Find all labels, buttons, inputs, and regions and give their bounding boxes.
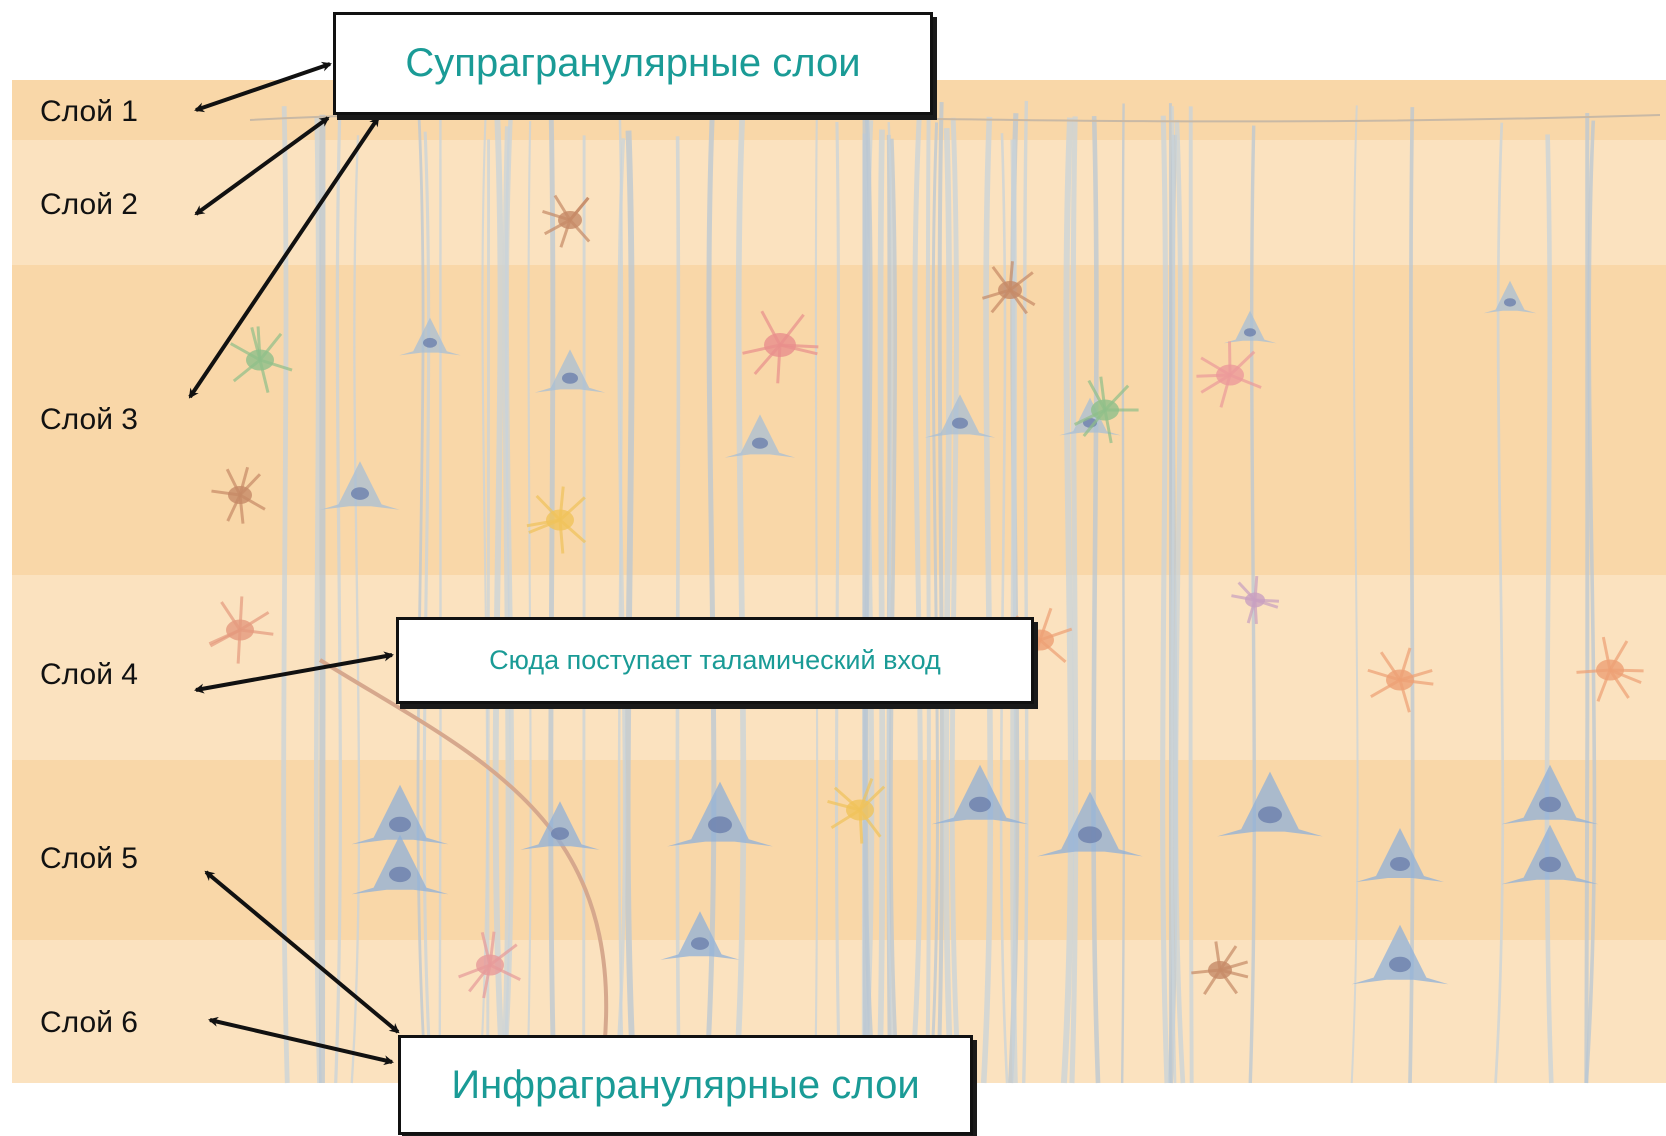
stellate-neuron: [1367, 647, 1434, 713]
stellate-neuron: [526, 486, 587, 554]
dendrite-fiber: [1408, 107, 1415, 1084]
stellate-neuron: [742, 310, 819, 384]
layer-5-label: Слой 5: [40, 842, 138, 875]
pyramidal-neuron: [534, 349, 606, 393]
stellate-neuron: [208, 596, 274, 664]
layer-6-label: Слой 6: [40, 1006, 138, 1039]
pyramidal-neuron: [1501, 764, 1599, 825]
dendrite-fiber: [438, 108, 442, 1084]
dendrite-fiber: [526, 121, 532, 1084]
stellate-neuron: [827, 778, 886, 844]
infragranular-callout: Инфрагранулярные слои: [398, 1035, 973, 1135]
dendrite-fiber: [733, 113, 747, 1084]
descending-axon: [318, 658, 609, 1084]
pyramidal-neuron: [724, 414, 796, 458]
dendrite-fiber: [478, 101, 489, 1084]
pyramidal-neuron: [660, 911, 740, 960]
pyramidal-neuron: [667, 781, 773, 847]
thalamic-input-text: Сюда поступает таламический вход: [489, 645, 941, 675]
stellate-neuron: [458, 931, 521, 999]
dendrite-fiber: [281, 106, 290, 1084]
dendrite-fiber: [486, 139, 491, 1084]
dendrite-fiber: [1544, 134, 1554, 1084]
dendrite-fiber: [886, 122, 896, 1084]
dendrite-fiber: [675, 136, 681, 1084]
dendrite-fiber: [500, 126, 511, 1084]
dendrite-fiber: [863, 102, 876, 1084]
stellate-neuron: [981, 261, 1036, 315]
layer-4-label: Слой 4: [40, 658, 138, 691]
layer-2-label: Слой 2: [40, 188, 138, 221]
dendrite-fiber: [422, 131, 433, 1084]
dendrite-fiber: [834, 121, 842, 1084]
dendrite-fiber: [1120, 103, 1126, 1084]
dendrite-fiber: [548, 115, 557, 1084]
dendrite-fiber: [492, 101, 507, 1084]
supragranular-text: Супрагранулярные слои: [405, 41, 861, 85]
dendrite-fiber: [318, 114, 326, 1084]
dendrite-fiber: [936, 102, 945, 1084]
thalamic-input-callout: Сюда поступает таламический вход: [396, 617, 1034, 704]
stellate-neuron: [1231, 575, 1280, 625]
dendrite-fiber: [1188, 106, 1194, 1084]
dendrite-fiber: [1010, 139, 1018, 1084]
dendrite-fiber: [1022, 100, 1029, 1084]
dendrite-fiber: [876, 129, 886, 1084]
dendrite-fiber: [999, 133, 1009, 1084]
dendrite-fiber: [889, 138, 900, 1084]
dendrite-fiber: [1584, 120, 1597, 1084]
dendrite-fiber: [582, 135, 586, 1084]
pyramidal-neuron: [1356, 828, 1444, 882]
pyramidal-neuron: [931, 764, 1029, 825]
dendrite-fiber: [814, 108, 819, 1084]
dendrite-fiber: [909, 116, 923, 1084]
dendrite-fiber: [943, 128, 954, 1084]
stellate-neuron: [211, 466, 266, 524]
stellate-neuron: [1576, 636, 1644, 702]
layer-3-label: Слой 3: [40, 403, 138, 436]
infragranular-text: Инфрагранулярные слои: [451, 1062, 920, 1107]
dendrite-fiber: [1060, 117, 1075, 1084]
dendrite-fiber: [980, 116, 994, 1084]
pyramidal-neuron: [1351, 924, 1449, 985]
dendrite-fiber: [416, 117, 428, 1084]
stellate-neuron: [1196, 341, 1262, 408]
pyramidal-neuron: [351, 784, 449, 845]
dendrite-fiber: [1160, 115, 1170, 1084]
dendrite-fiber: [1170, 106, 1177, 1084]
pyramidal-neuron: [1217, 771, 1323, 837]
dendrite-fiber: [1173, 119, 1186, 1084]
stellate-neuron: [542, 194, 591, 248]
stellate-neuron: [1191, 941, 1249, 995]
dendrite-fiber: [313, 116, 322, 1084]
pyramidal-neuron: [1223, 310, 1277, 344]
pyramidal-neuron: [1501, 824, 1599, 885]
pyramidal-neuron: [320, 461, 400, 510]
layer-1-label: Слой 1: [40, 95, 138, 128]
dendrite-fiber: [1091, 116, 1101, 1084]
dendrite-fiber: [614, 138, 627, 1084]
pyramidal-neuron: [1483, 280, 1537, 314]
pyramidal-neuron: [399, 317, 461, 356]
stellate-neuron: [1074, 376, 1139, 444]
pyramidal-neuron: [1037, 791, 1143, 857]
dendrite-fiber: [949, 117, 962, 1084]
dendrite-fiber: [1584, 112, 1590, 1084]
pyramidal-neuron: [924, 394, 996, 438]
dendrite-fiber: [1494, 122, 1505, 1084]
dendrite-fiber: [1069, 116, 1079, 1084]
dendrite-fiber: [624, 130, 637, 1084]
dendrite-fiber: [925, 110, 931, 1084]
neuron-cells: [208, 194, 1644, 999]
band-layer-5: [12, 760, 1666, 940]
pyramidal-neuron: [520, 801, 600, 850]
dendrite-fiber: [1350, 105, 1359, 1084]
supragranular-callout: Супрагранулярные слои: [333, 12, 933, 115]
dendrite-fiber: [929, 122, 940, 1084]
